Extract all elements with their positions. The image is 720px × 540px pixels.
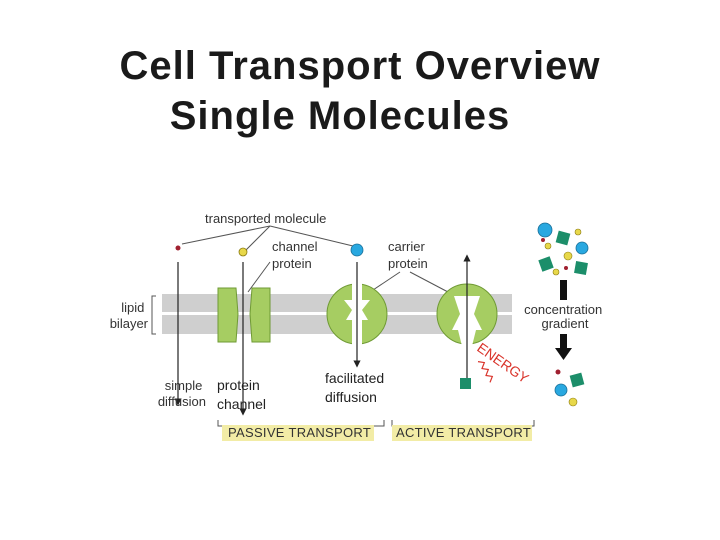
energy-wave [477, 361, 494, 383]
passive-transport-label: PASSIVE TRANSPORT [228, 425, 371, 440]
channel-protein-pointer [247, 261, 271, 293]
transported-molecule-pointers [181, 225, 354, 251]
channel-protein [217, 287, 271, 343]
active-square-molecule [460, 378, 471, 389]
lipid-bilayer-label: lipid bilayer [110, 300, 149, 331]
protein-channel-label: protein channel [217, 377, 266, 412]
simple-diffusion-label: simple diffusion [158, 378, 206, 409]
lipid-bilayer-bracket [151, 295, 156, 335]
slide-title-line1: Cell Transport Overview [119, 44, 601, 88]
channel-protein-label: channel protein [272, 239, 321, 271]
active-transport-label: ACTIVE TRANSPORT [396, 425, 531, 440]
concentration-gradient-label: concentration gradient [524, 302, 606, 331]
gradient-arrow-bottom [555, 334, 572, 360]
carrier-protein-label: carrier protein [388, 239, 428, 271]
slide-title-line2: Single Molecules [169, 94, 511, 138]
transported-molecule-label: transported molecule [205, 211, 326, 226]
simple-diffusion-molecule [175, 245, 181, 251]
gradient-arrow-top [560, 280, 567, 300]
ion-molecule [350, 243, 364, 257]
energy-label: ENERGY [474, 339, 532, 386]
active-transport-box [392, 425, 532, 441]
passive-transport-box [222, 425, 374, 441]
facilitated-diffusion-label: facilitated diffusion [325, 370, 388, 405]
low-concentration-cluster [554, 369, 585, 407]
carrier-protein-pointers [369, 271, 449, 293]
high-concentration-cluster [537, 222, 589, 276]
channel-molecule [238, 247, 248, 257]
